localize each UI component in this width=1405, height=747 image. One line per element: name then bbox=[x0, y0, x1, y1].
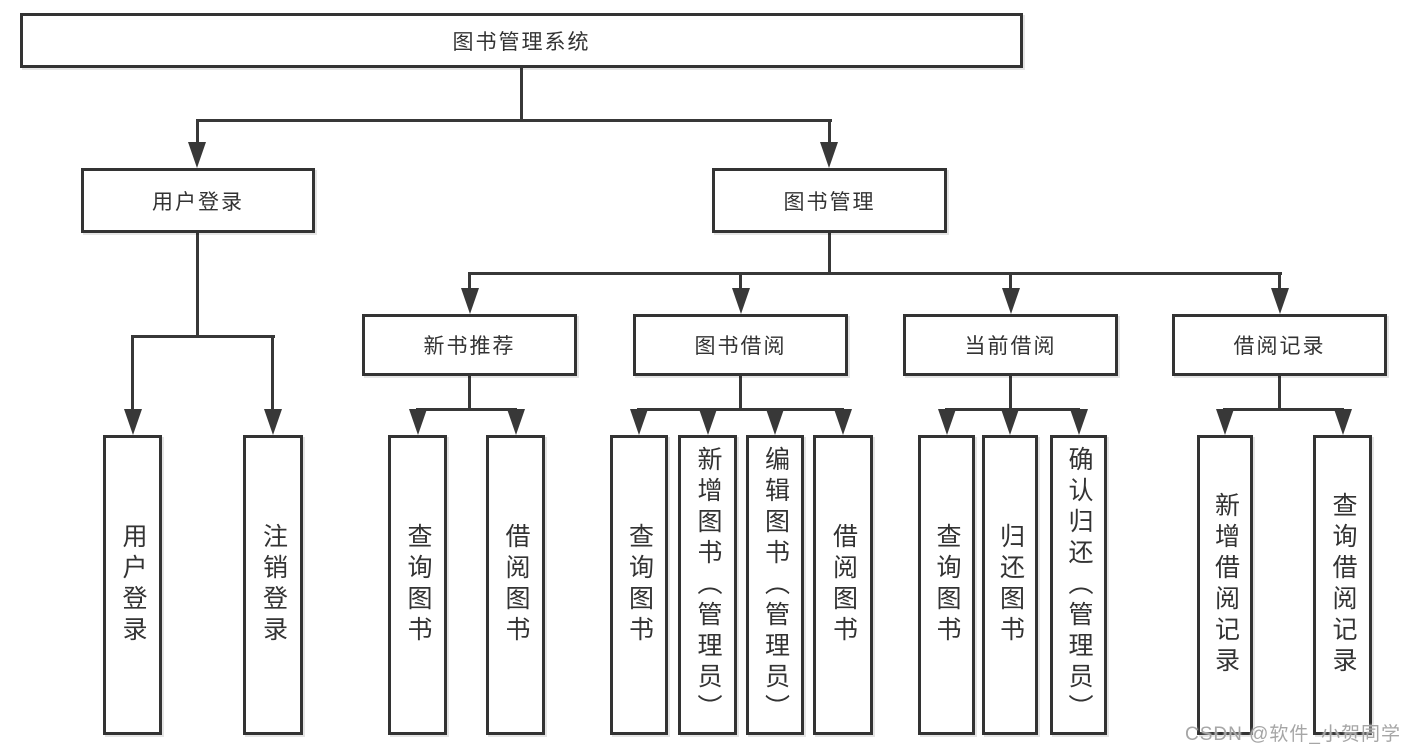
node-book-management: 图书管理 bbox=[712, 168, 947, 233]
leaf-confirm-return-admin: 确认归还（管理员） bbox=[1050, 435, 1107, 735]
connector-line bbox=[739, 376, 742, 411]
node-library-management-system: 图书管理系统 bbox=[20, 13, 1023, 68]
leaf-query-books-3: 查询图书 bbox=[918, 435, 975, 735]
connector-line bbox=[520, 68, 523, 122]
connector-line bbox=[468, 376, 471, 411]
connector-line bbox=[196, 119, 832, 122]
arrow-down bbox=[1271, 288, 1289, 314]
leaf-edit-books-admin: 编辑图书（管理员） bbox=[746, 435, 804, 735]
connector-line bbox=[1223, 408, 1344, 411]
arrow-down bbox=[264, 409, 282, 435]
leaf-add-borrow-record: 新增借阅记录 bbox=[1197, 435, 1253, 735]
arrow-down bbox=[188, 142, 206, 168]
leaf-borrow-books: 借阅图书 bbox=[486, 435, 545, 735]
leaf-borrow-books-2: 借阅图书 bbox=[813, 435, 873, 735]
connector-line bbox=[196, 233, 199, 335]
connector-line bbox=[637, 408, 844, 411]
node-borrowing-records: 借阅记录 bbox=[1172, 314, 1387, 376]
connector-line bbox=[1278, 376, 1281, 411]
arrow-down bbox=[630, 409, 648, 435]
connector-line bbox=[271, 335, 274, 411]
arrow-down bbox=[766, 409, 784, 435]
connector-line bbox=[828, 233, 831, 275]
arrow-down bbox=[1070, 409, 1088, 435]
arrow-down bbox=[1001, 409, 1019, 435]
connector-line bbox=[131, 335, 134, 411]
connector-line bbox=[1009, 376, 1012, 411]
arrow-down bbox=[461, 288, 479, 314]
arrow-down bbox=[820, 142, 838, 168]
arrow-down bbox=[1002, 288, 1020, 314]
connector-line bbox=[739, 272, 742, 292]
leaf-add-books-admin: 新增图书（管理员） bbox=[678, 435, 737, 735]
arrow-down bbox=[1216, 409, 1234, 435]
leaf-query-books: 查询图书 bbox=[388, 435, 447, 735]
arrow-down bbox=[938, 409, 956, 435]
leaf-user-login: 用户登录 bbox=[103, 435, 162, 735]
leaf-query-books-2: 查询图书 bbox=[610, 435, 668, 735]
arrow-down bbox=[507, 409, 525, 435]
node-new-book-recommendation: 新书推荐 bbox=[362, 314, 577, 376]
connector-line bbox=[416, 408, 517, 411]
leaf-return-books: 归还图书 bbox=[982, 435, 1038, 735]
connector-line bbox=[468, 272, 471, 292]
arrow-down bbox=[124, 409, 142, 435]
connector-line bbox=[196, 119, 199, 147]
node-current-borrowing: 当前借阅 bbox=[903, 314, 1118, 376]
arrow-down bbox=[699, 409, 717, 435]
leaf-logout: 注销登录 bbox=[243, 435, 303, 735]
connector-line bbox=[468, 272, 1282, 275]
connector-line bbox=[131, 335, 275, 338]
node-user-login: 用户登录 bbox=[81, 168, 315, 233]
arrow-down bbox=[834, 409, 852, 435]
leaf-query-borrow-record: 查询借阅记录 bbox=[1313, 435, 1372, 735]
arrow-down bbox=[732, 288, 750, 314]
connector-line bbox=[1009, 272, 1012, 292]
connector-line bbox=[1278, 272, 1281, 292]
watermark: CSDN @软件_小贺同学 bbox=[1185, 724, 1401, 745]
node-book-borrowing: 图书借阅 bbox=[633, 314, 848, 376]
arrow-down bbox=[409, 409, 427, 435]
arrow-down bbox=[1334, 409, 1352, 435]
connector-line bbox=[828, 119, 831, 147]
